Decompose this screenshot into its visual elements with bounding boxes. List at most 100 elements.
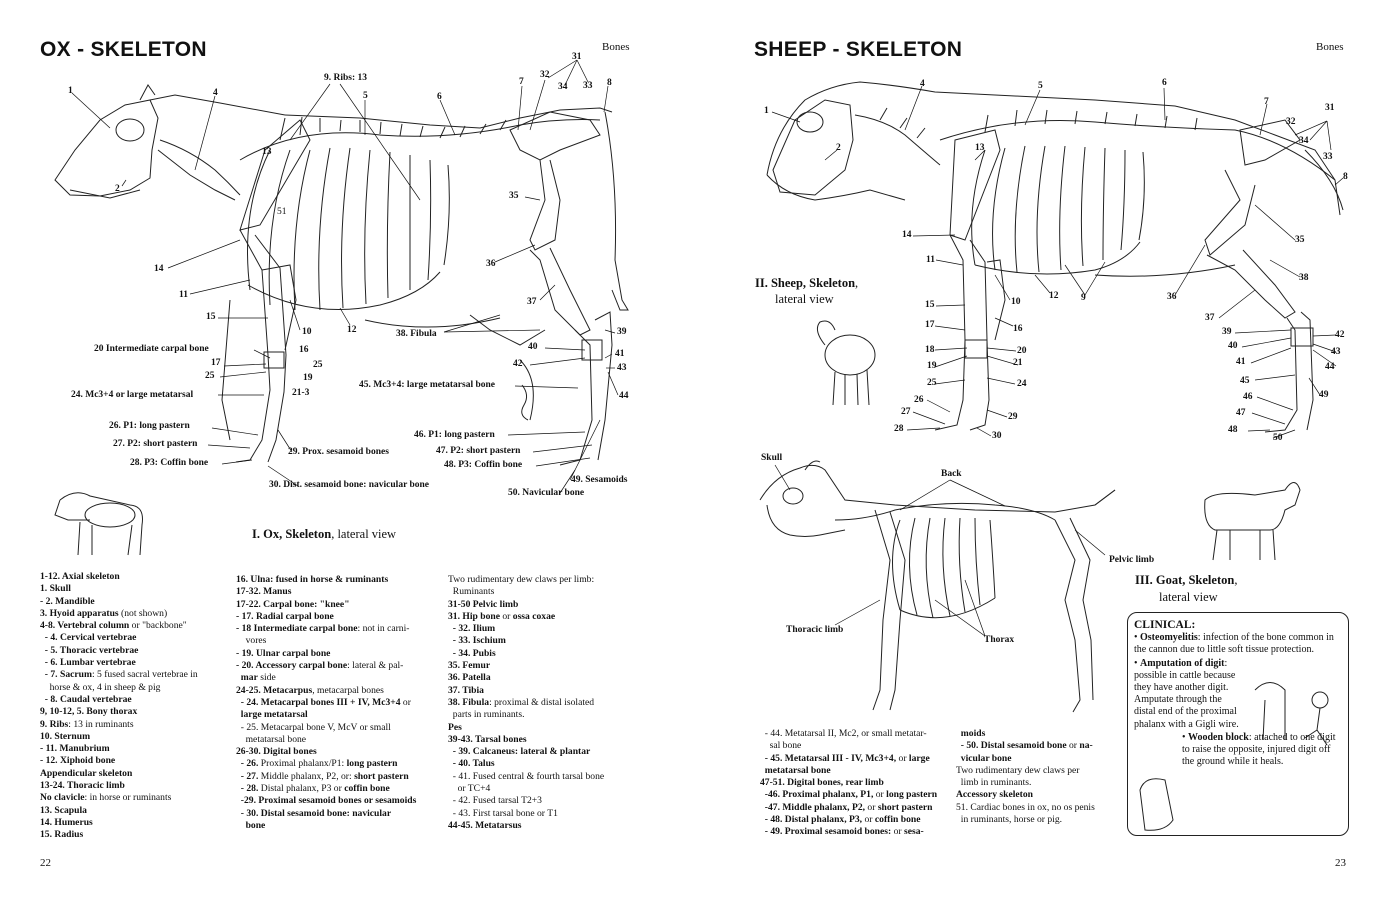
- label-number: 15: [206, 312, 216, 322]
- legend-column-2: moids - 50. Distal sesamoid bone or na- …: [956, 728, 1095, 826]
- label-back: Back: [941, 469, 962, 479]
- legend-entry: 10. Sternum: [40, 731, 198, 743]
- legend-entry: Two rudimentary dew claws per: [956, 765, 1095, 777]
- legend-entry: mar side: [236, 672, 416, 684]
- label-number: 19: [303, 373, 313, 383]
- legend-entry: -29. Proximal sesamoid bones or sesamoid…: [236, 795, 416, 807]
- legend-entry: 17-22. Carpal bone: "knee": [236, 599, 416, 611]
- legend-entry: 24-25. Metacarpus, metacarpal bones: [236, 685, 416, 697]
- legend-entry: moids: [956, 728, 1095, 740]
- legend-entry: - 2. Mandible: [40, 596, 198, 608]
- label-number: 36: [486, 259, 496, 269]
- goat-caption-line2: lateral view: [1159, 590, 1218, 605]
- legend-entry: 13-24. Thoracic limb: [40, 780, 198, 792]
- label-prox-sesamoid: 29. Prox. sesamoid bones: [288, 447, 389, 457]
- legend-entry: 31. Hip bone or ossa coxae: [448, 611, 604, 623]
- legend-entry: - 33. Ischium: [448, 635, 604, 647]
- legend-entry: or TC+4: [448, 783, 604, 795]
- legend-entry: 51. Cardiac bones in ox, no os penis: [956, 802, 1095, 814]
- legend-entry: -46. Proximal phalanx, P1, or long paste…: [760, 789, 937, 801]
- legend-entry: 44-45. Metatarsus: [448, 820, 604, 832]
- legend-entry: 26-30. Digital bones: [236, 746, 416, 758]
- label-dist-sesamoid: 30. Dist. sesamoid bone: navicular bone: [269, 480, 429, 490]
- legend-entry: sal bone: [760, 740, 937, 752]
- label-number: 16: [299, 345, 309, 355]
- label-number: 14: [154, 264, 164, 274]
- figure-caption: I. Ox, Skeleton, lateral view: [252, 527, 396, 542]
- label-pelvic-limb: Pelvic limb: [1109, 555, 1154, 565]
- legend-column-1: - 44. Metatarsal II, Mc2, or small metat…: [760, 728, 937, 839]
- legend-entry: - 32. Ilium: [448, 623, 604, 635]
- label-number: 5: [363, 91, 368, 101]
- legend-entry: 36. Patella: [448, 672, 604, 684]
- label-sesamoids: 49. Sesamoids: [571, 475, 627, 485]
- legend-entry: Ruminants: [448, 586, 604, 598]
- label-number: 41: [615, 349, 625, 359]
- label-number: 39: [617, 327, 627, 337]
- label-coffin-bone: 28. P3: Coffin bone: [130, 458, 208, 468]
- label-coffin-bone-rear: 48. P3: Coffin bone: [444, 460, 522, 470]
- label-number: 17: [211, 358, 221, 368]
- label-number: 35: [509, 191, 519, 201]
- label-skull: Skull: [761, 453, 782, 463]
- label-21-3: 21-3: [292, 388, 309, 398]
- legend-column-1: 1-12. Axial skeleton1. Skull- 2. Mandibl…: [40, 571, 198, 842]
- legend-entry: large metatarsal: [236, 709, 416, 721]
- label-number: 8: [607, 78, 612, 88]
- legend-entry: 13. Scapula: [40, 805, 198, 817]
- legend-entry: 39-43. Tarsal bones: [448, 734, 604, 746]
- label-number: 43: [617, 363, 627, 373]
- legend-entry: 47-51. Digital bones, rear limb: [760, 777, 937, 789]
- legend-entry: - 4. Cervical vertebrae: [40, 632, 198, 644]
- legend-entry: vores: [236, 635, 416, 647]
- page-number: 23: [1335, 857, 1346, 869]
- right-page: SHEEP - SKELETON Bones: [695, 0, 1390, 897]
- label-number: 33: [583, 81, 593, 91]
- legend-entry: - 5. Thoracic vertebrae: [40, 645, 198, 657]
- legend-entry: 1. Skull: [40, 583, 198, 595]
- legend-entry: - 27. Middle phalanx, P2, or: short past…: [236, 771, 416, 783]
- goat-caption: III. Goat, Skeleton,: [1135, 573, 1237, 588]
- clinical-title: CLINICAL:: [1134, 619, 1342, 631]
- label-number: 51: [277, 207, 287, 217]
- legend-entry: 31-50 Pelvic limb: [448, 599, 604, 611]
- label-number: 34: [558, 82, 568, 92]
- legend-entry: 9. Ribs: 13 in ruminants: [40, 719, 198, 731]
- legend-entry: 4-8. Vertebral column or "backbone": [40, 620, 198, 632]
- legend-entry: horse & ox, 4 in sheep & pig: [40, 682, 198, 694]
- legend-entry: - 45. Metatarsal III - IV, Mc3+4, or lar…: [760, 753, 937, 765]
- label-navicular: 50. Navicular bone: [508, 488, 584, 498]
- legend-entry: - 43. First tarsal bone or T1: [448, 808, 604, 820]
- legend-entry: - 34. Pubis: [448, 648, 604, 660]
- legend-entry: 16. Ulna: fused in horse & ruminants: [236, 574, 416, 586]
- clinical-osteomyelitis: • Osteomyelitis: infection of the bone c…: [1134, 632, 1342, 656]
- legend-entry: Two rudimentary dew claws per limb:: [448, 574, 604, 586]
- label-number: 10: [302, 327, 312, 337]
- legend-entry: 3. Hyoid apparatus (not shown): [40, 608, 198, 620]
- legend-entry: - 25. Metacarpal bone V, McV or small: [236, 722, 416, 734]
- legend-entry: - 42. Fused tarsal T2+3: [448, 795, 604, 807]
- legend-entry: 9, 10-12, 5. Bony thorax: [40, 706, 198, 718]
- legend-entry: - 39. Calcaneus: lateral & plantar: [448, 746, 604, 758]
- label-number: 2: [115, 184, 120, 194]
- legend-entry: - 28. Distal phalanx, P3 or coffin bone: [236, 783, 416, 795]
- label-number: 11: [179, 290, 188, 300]
- legend-column-3: Two rudimentary dew claws per limb: Rumi…: [448, 574, 604, 832]
- label-number: 4: [213, 88, 218, 98]
- legend-entry: vicular bone: [956, 753, 1095, 765]
- legend-entry: 35. Femur: [448, 660, 604, 672]
- legend-entry: - 17. Radial carpal bone: [236, 611, 416, 623]
- label-long-pastern: 26. P1: long pastern: [109, 421, 190, 431]
- legend-entry: Appendicular skeleton: [40, 768, 198, 780]
- legend-entry: metatarsal bone: [236, 734, 416, 746]
- label-number: 42: [513, 359, 523, 369]
- legend-entry: No clavicle: in horse or ruminants: [40, 792, 198, 804]
- label-number: 31: [572, 52, 582, 62]
- legend-entry: - 7. Sacrum: 5 fused sacral vertebrae in: [40, 669, 198, 681]
- legend-entry: - 30. Distal sesamoid bone: navicular: [236, 808, 416, 820]
- label-mc3-4: 24. Mc3+4 or large metatarsal: [71, 390, 193, 400]
- page-number: 22: [40, 857, 51, 869]
- legend-entry: 15. Radius: [40, 829, 198, 841]
- label-fibula: 38. Fibula: [396, 329, 437, 339]
- clinical-box: CLINICAL: • Osteomyelitis: infection of …: [1127, 612, 1349, 836]
